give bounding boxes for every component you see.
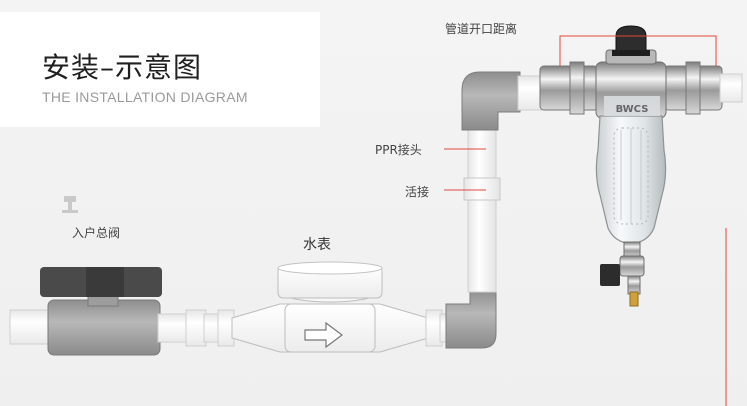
main-valve — [40, 267, 162, 356]
ppr-joint-label: PPR接头 — [375, 143, 422, 157]
union-fitting — [463, 177, 501, 201]
bottom-elbow — [445, 289, 497, 349]
water-meter — [231, 261, 429, 353]
rotary-knob — [615, 25, 647, 53]
union-label: 活接 — [405, 185, 430, 199]
drain-handle — [600, 264, 620, 286]
pipe-spacing-bracket — [559, 35, 717, 66]
top-elbow — [461, 71, 521, 131]
vertical-pipe — [467, 129, 497, 293]
drain-nozzle — [629, 291, 639, 307]
pipe-coupling — [185, 309, 207, 347]
filter-brand-text: BWCS — [616, 104, 649, 115]
drain-valve — [619, 255, 645, 277]
title-panel: 安装–示意图 THE INSTALLATION DIAGRAM — [0, 12, 320, 127]
inlet-fitting — [539, 65, 599, 111]
water-meter-label: 水表 — [303, 237, 331, 253]
diagram-subtitle: THE INSTALLATION DIAGRAM — [42, 89, 248, 105]
pipe-segment — [157, 313, 191, 343]
valve-marker-icon — [62, 196, 78, 213]
main-valve-label: 入户总阀 — [72, 226, 121, 240]
prefilter: BWCS — [539, 25, 743, 307]
diagram-title: 安装–示意图 — [42, 51, 203, 84]
flow-arrow-icon — [304, 321, 343, 349]
guide-lines — [444, 35, 727, 406]
pipe-spacing-label: 管道开口距离 — [445, 22, 518, 36]
